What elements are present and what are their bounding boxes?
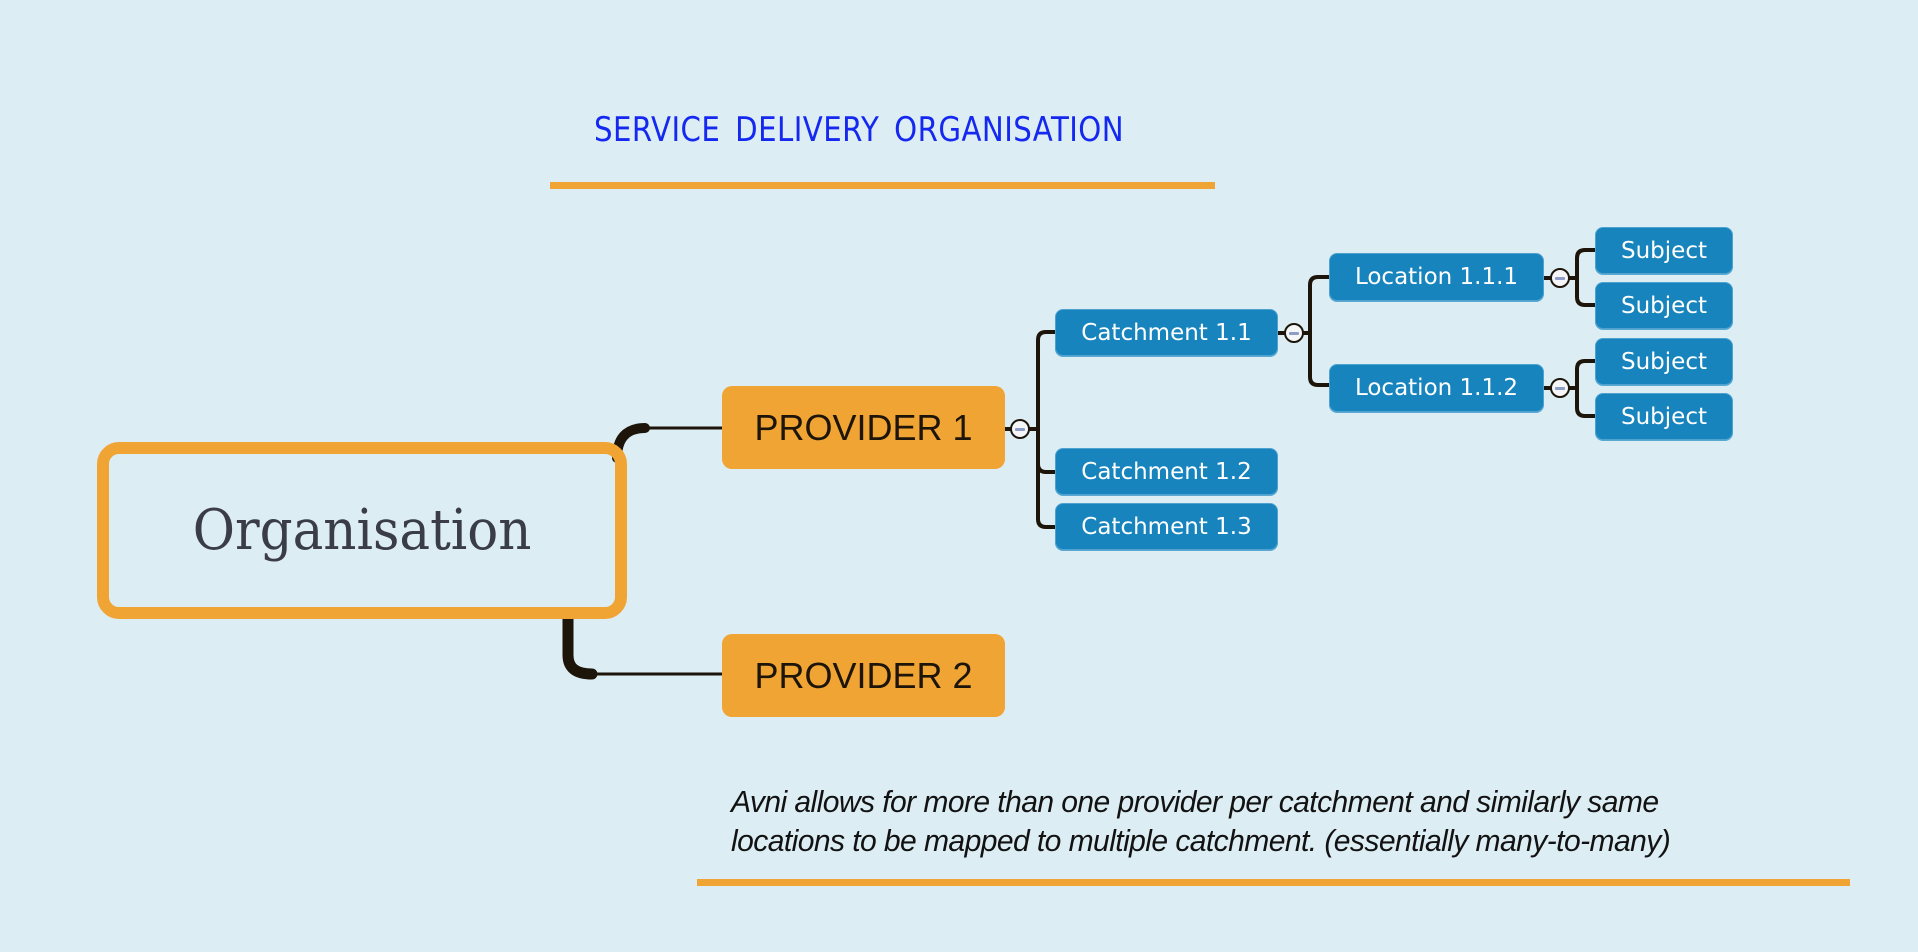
node-subject[interactable]: Subject — [1595, 282, 1733, 329]
connector-location111-subjects — [1542, 248, 1597, 307]
collapse-minus-icon[interactable] — [1284, 323, 1304, 343]
connector-catchment11-locations — [1302, 275, 1331, 387]
root-node-label: Organisation — [192, 498, 532, 563]
node-label: PROVIDER 2 — [754, 654, 973, 696]
node-location-1-1-1[interactable]: Location 1.1.1 — [1329, 253, 1544, 301]
footnote-line-2: locations to be mapped to multiple catch… — [731, 823, 1671, 858]
node-label: Subject — [1621, 348, 1707, 375]
node-catchment-1-2[interactable]: Catchment 1.2 — [1055, 448, 1278, 495]
node-label: Subject — [1621, 237, 1707, 264]
node-label: Subject — [1621, 292, 1707, 319]
connector-location112-subjects — [1542, 359, 1597, 418]
node-provider-2[interactable]: PROVIDER 2 — [722, 634, 1005, 717]
node-catchment-1-1[interactable]: Catchment 1.1 — [1055, 309, 1278, 356]
title-underline — [550, 182, 1215, 189]
node-location-1-1-2[interactable]: Location 1.1.2 — [1329, 364, 1544, 412]
node-label: Location 1.1.2 — [1354, 375, 1519, 401]
node-subject[interactable]: Subject — [1595, 338, 1733, 385]
collapse-minus-icon[interactable] — [1550, 268, 1570, 288]
page-title: SERVICE DELIVERY ORGANISATION — [594, 110, 1125, 150]
footnote: Avni allows for more than one provider p… — [731, 782, 1798, 860]
connector-provider1-catchments — [1028, 330, 1057, 529]
collapse-minus-icon[interactable] — [1550, 378, 1570, 398]
root-node-organisation[interactable]: Organisation — [97, 442, 627, 619]
node-label: PROVIDER 1 — [754, 406, 973, 448]
connector-org-provider2 — [562, 613, 598, 680]
node-subject[interactable]: Subject — [1595, 227, 1733, 274]
collapse-minus-icon[interactable] — [1010, 419, 1030, 439]
node-catchment-1-3[interactable]: Catchment 1.3 — [1055, 503, 1278, 550]
node-label: Catchment 1.1 — [1081, 319, 1252, 346]
node-subject[interactable]: Subject — [1595, 393, 1733, 440]
footnote-line-1: Avni allows for more than one provider p… — [731, 784, 1659, 819]
node-provider-1[interactable]: PROVIDER 1 — [722, 386, 1005, 469]
node-label: Subject — [1621, 403, 1707, 430]
node-label: Catchment 1.2 — [1081, 458, 1252, 485]
footnote-underline — [697, 879, 1850, 886]
node-label: Location 1.1.1 — [1354, 264, 1519, 290]
node-label: Catchment 1.3 — [1081, 513, 1252, 540]
